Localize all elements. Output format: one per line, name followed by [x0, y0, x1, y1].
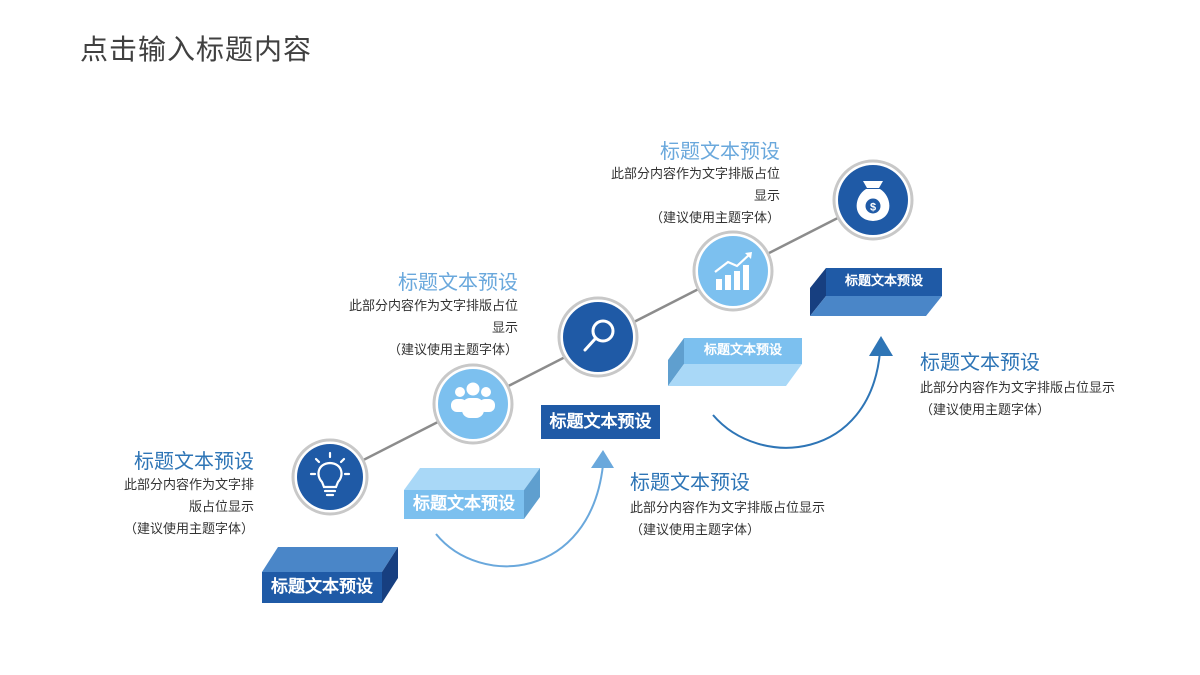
step-2-desc-line: 显示 [491, 321, 518, 336]
step-3-desc-line: （建议使用主题字体） [630, 523, 761, 538]
step-1-heading: 标题文本预设 [134, 449, 254, 473]
box-1-label: 标题文本预设 [271, 577, 373, 597]
curved-arrow-1 [435, 464, 604, 568]
step-2-desc-line: 此部分内容作为文字排版占位 [348, 299, 518, 314]
step-5-desc-line: 此部分内容作为文字排版占位显示 [920, 381, 1116, 396]
step-5-description: 此部分内容作为文字排版占位显示 （建议使用主题字体） [920, 378, 1115, 422]
step-4-circle [692, 230, 774, 312]
step-5-desc-line: （建议使用主题字体） [920, 403, 1051, 418]
box-5-shape [810, 268, 942, 316]
box-4-label: 标题文本预设 [703, 343, 782, 358]
curved-arrow-1-head [591, 450, 614, 468]
curved-arrow-2 [712, 351, 881, 449]
step-3-heading: 标题文本预设 [630, 470, 750, 494]
money-bag-icon: $ [856, 181, 890, 221]
step-2-description: 此部分内容作为文字排版占位 显示 （建议使用主题字体） [349, 296, 518, 362]
box-3-label: 标题文本预设 [549, 412, 652, 432]
step-3-circle [557, 296, 639, 378]
step-4-desc-line: 此部分内容作为文字排版占位 [610, 167, 780, 182]
step-4-description: 此部分内容作为文字排版占位 显示 （建议使用主题字体） [611, 164, 780, 230]
box-2-label: 标题文本预设 [413, 494, 515, 514]
bar-chart-icon [714, 252, 752, 290]
step-4-desc-line: 显示 [753, 189, 780, 204]
box-1-shape [262, 547, 398, 603]
lightbulb-icon [309, 451, 351, 497]
slide-title: 点击输入标题内容 [80, 33, 313, 66]
box-4-shape [668, 338, 802, 386]
step-2-circle [432, 363, 514, 445]
people-icon [451, 382, 495, 418]
svg-text:$: $ [870, 202, 876, 214]
box-5-label: 标题文本预设 [844, 274, 923, 289]
step-4-desc-line: （建议使用主题字体） [649, 211, 780, 226]
box-3-shape [541, 405, 660, 439]
step-1-circle [291, 438, 369, 516]
step-2-heading: 标题文本预设 [398, 270, 518, 294]
curved-arrow-2-head [869, 336, 893, 356]
box-2-shape [404, 468, 540, 519]
step-1-desc-line: 版占位显示 [188, 500, 254, 515]
step-3-desc-line: 此部分内容作为文字排版占位显示 [630, 501, 826, 516]
step-2-desc-line: （建议使用主题字体） [387, 343, 518, 358]
step-1-description: 此部分内容作为文字排 版占位显示 （建议使用主题字体） [124, 475, 254, 541]
step-5-heading: 标题文本预设 [920, 350, 1040, 374]
step-5-circle: $ [832, 159, 914, 241]
step-4-heading: 标题文本预设 [660, 139, 780, 163]
step-1-desc-line: （建议使用主题字体） [123, 522, 254, 537]
step-1-desc-line: 此部分内容作为文字排 [123, 478, 254, 493]
magnifier-icon [583, 319, 615, 352]
step-3-description: 此部分内容作为文字排版占位显示 （建议使用主题字体） [630, 498, 825, 542]
